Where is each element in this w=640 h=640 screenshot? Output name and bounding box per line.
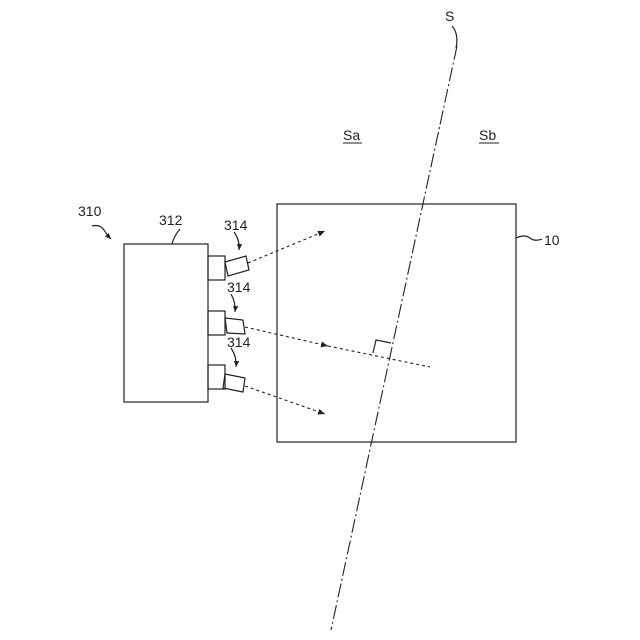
leader-310 (92, 226, 111, 240)
emitter-bottom (208, 365, 245, 392)
target-object (277, 204, 516, 442)
beam-bottom-arrow (245, 386, 325, 414)
beam-top-arrow (248, 231, 325, 263)
beam-middle-arrow (245, 327, 328, 346)
label-sa: Sa (343, 127, 360, 143)
label-312: 312 (159, 212, 183, 228)
emitter-middle (208, 311, 245, 335)
label-314-middle: 314 (227, 279, 251, 295)
leader-312 (172, 229, 180, 244)
label-s: S (445, 8, 454, 24)
right-angle-marker (373, 340, 391, 353)
label-10: 10 (544, 232, 560, 248)
label-314-bottom: 314 (227, 334, 251, 350)
device-body (124, 244, 208, 402)
leader-10 (516, 236, 542, 240)
label-314-top: 314 (224, 217, 248, 233)
label-310: 310 (78, 203, 102, 219)
emitter-top (208, 256, 249, 280)
label-sb: Sb (479, 127, 496, 143)
beam-middle-extension (328, 346, 430, 367)
leader-314-bottom (231, 348, 236, 367)
leader-314-middle (231, 294, 235, 312)
leader-s (452, 26, 457, 48)
leader-314-top (234, 232, 239, 250)
